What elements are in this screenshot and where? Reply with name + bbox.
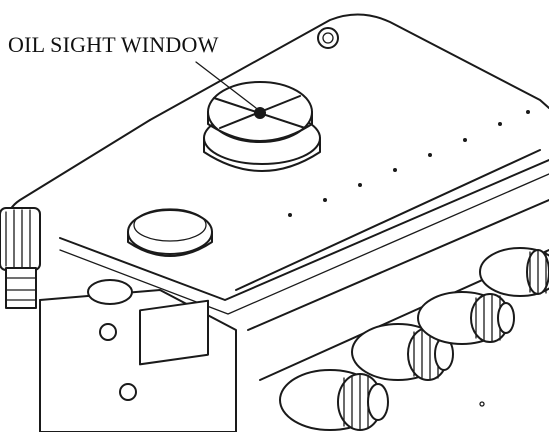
housing-front-bevel [59, 173, 549, 315]
knob-2 [351, 323, 454, 381]
knob-4 [479, 247, 549, 297]
housing-top-outline [149, 13, 549, 121]
rivet-row [288, 110, 530, 217]
small-mark [479, 401, 485, 407]
knob-1 [279, 369, 389, 431]
callout-leader [195, 61, 257, 109]
knurled-knob-left [0, 207, 41, 309]
callout-label: OIL SIGHT WINDOW [8, 32, 219, 57]
round-plug [127, 208, 213, 257]
oil-sight-window [203, 81, 321, 172]
knob-row [279, 247, 549, 431]
housing-front-edge [59, 159, 549, 301]
screw-head [317, 27, 339, 49]
knob-3 [417, 291, 515, 345]
front-block [39, 279, 237, 432]
